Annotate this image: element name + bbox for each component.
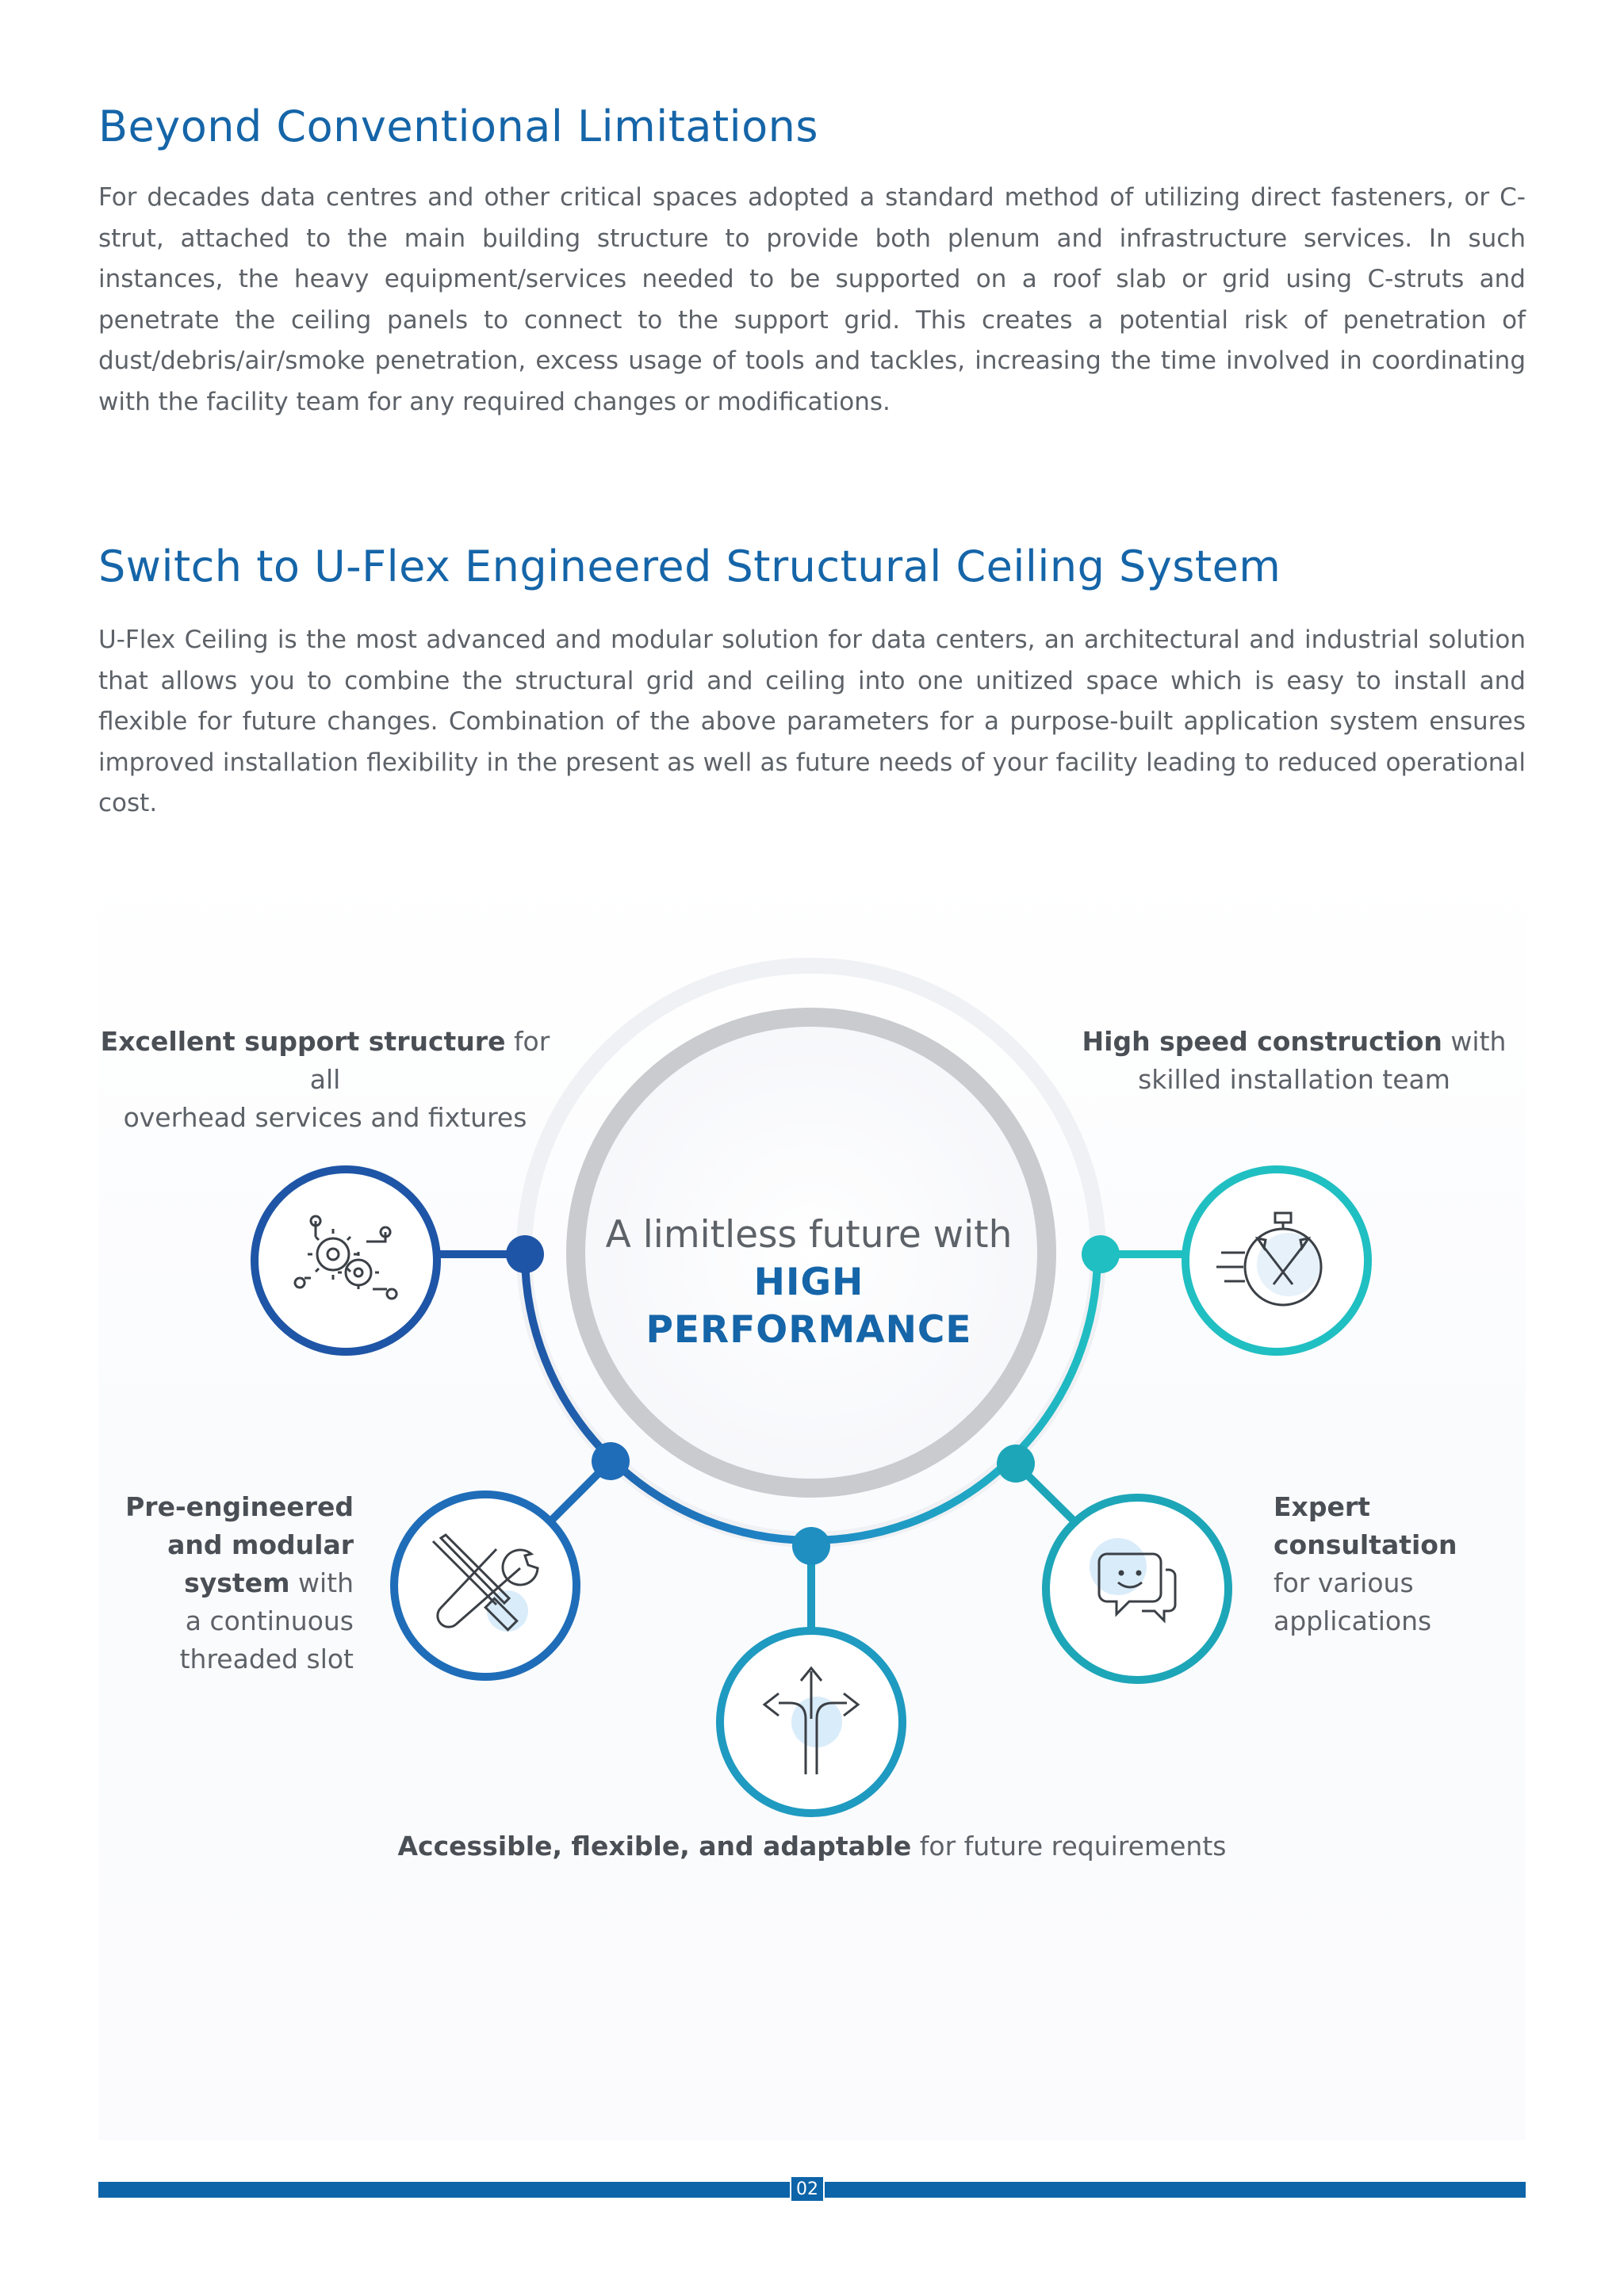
feature-support-rest-1: for all [309, 1026, 550, 1095]
center-gray-ring [566, 1008, 1056, 1498]
feature-text-speed: High speed construction with skilled inst… [1056, 1023, 1532, 1099]
stopwatch-tools-icon [1216, 1211, 1323, 1307]
feature-speed-bold: High speed construction [1082, 1026, 1442, 1057]
feature-expert-bold-2: consultation [1274, 1529, 1457, 1560]
feature-circle-modular [390, 1490, 580, 1681]
gears-icon [293, 1215, 398, 1300]
feature-expert-rest-2: applications [1274, 1605, 1432, 1636]
connector-dot-support [506, 1235, 544, 1273]
center-line-2: HIGH PERFORMANCE [645, 1261, 972, 1352]
feature-support-rest-2: overhead services and fixtures [123, 1102, 527, 1133]
feature-text-expert: Expert consultation for various application… [1274, 1488, 1527, 1640]
feature-modular-bold-1: Pre-engineered [125, 1491, 354, 1522]
center-statement: A limitless future with HIGH PERFORMANCE [595, 1211, 1023, 1354]
page-number: 02 [790, 2175, 825, 2202]
connector-dot-access [792, 1527, 830, 1565]
feature-speed-rest-2: skilled installation team [1138, 1064, 1450, 1095]
center-line-1: A limitless future with [605, 1213, 1013, 1257]
feature-text-support: Excellent support structure for all overh… [87, 1023, 563, 1137]
feature-text-modular: Pre-engineered and modular system with a co… [95, 1488, 354, 1678]
feature-modular-rest-2: a continuous [185, 1605, 354, 1636]
feature-access-bold: Accessible, flexible, and adaptable [397, 1831, 912, 1862]
split-arrows-icon [762, 1666, 860, 1774]
section-title-beyond: Beyond Conventional Limitations [98, 101, 819, 151]
feature-speed-rest-1: with [1442, 1026, 1507, 1057]
section-title-uflex: Switch to U-Flex Engineered Structural C… [98, 541, 1281, 591]
feature-expert-bold-1: Expert [1274, 1491, 1370, 1522]
connector-dot-speed [1082, 1235, 1120, 1273]
feature-modular-rest-3: threaded slot [179, 1644, 354, 1674]
feature-expert-rest-1: for various [1274, 1567, 1414, 1598]
connector-dot-modular [592, 1442, 630, 1480]
section-body-uflex: U-Flex Ceiling is the most advanced and … [98, 626, 1526, 817]
feature-support-bold: Excellent support structure [100, 1026, 506, 1057]
chat-bubbles-icon [1090, 1538, 1177, 1624]
connector-dot-expert [997, 1445, 1035, 1483]
feature-circle-expert [1042, 1494, 1232, 1684]
feature-modular-bold-3: system [184, 1567, 290, 1598]
wrench-screwdriver-icon [431, 1533, 539, 1632]
feature-circle-support [251, 1165, 441, 1356]
feature-text-access: Accessible, flexible, and adaptable for … [238, 1827, 1386, 1866]
feature-modular-bold-2: and modular [167, 1529, 354, 1560]
feature-modular-rest-1: with [289, 1567, 354, 1598]
feature-access-rest: for future requirements [911, 1831, 1227, 1862]
section-body-beyond: For decades data centres and other criti… [98, 183, 1526, 416]
